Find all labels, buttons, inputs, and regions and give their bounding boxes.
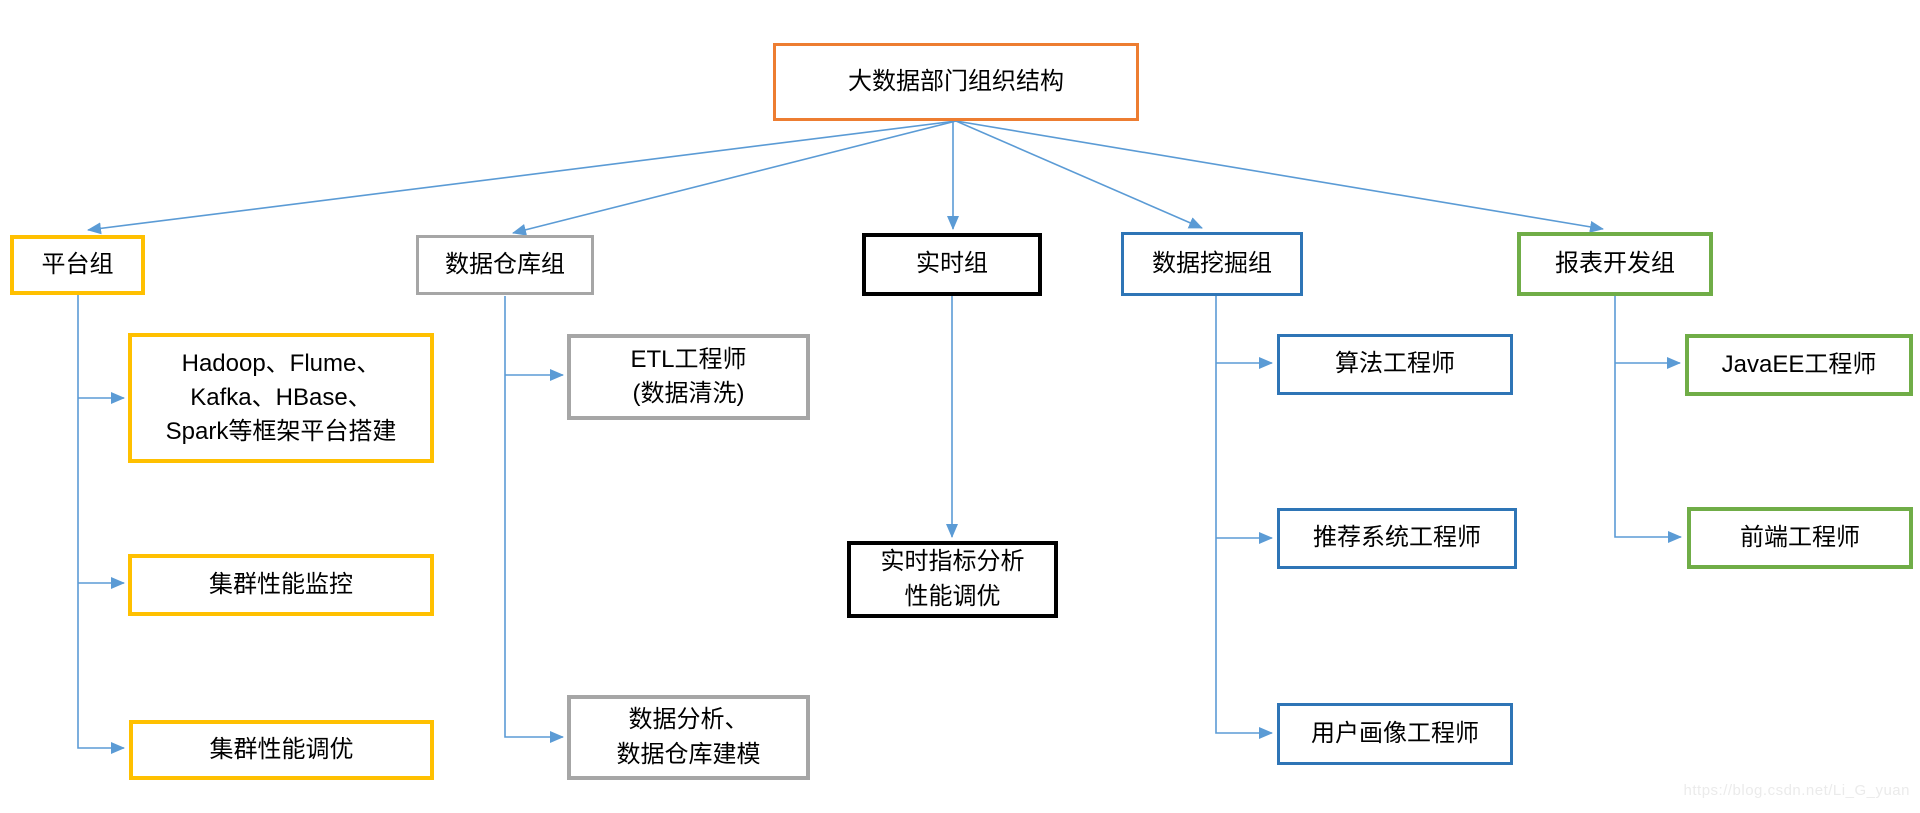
child-node-recommender-engineer: 推荐系统工程师 bbox=[1277, 508, 1517, 569]
child-node-javaee-engineer: JavaEE工程师 bbox=[1685, 334, 1913, 396]
connector-root-to-report bbox=[955, 120, 1604, 233]
child-node-etl-engineer: ETL工程师 (数据清洗) bbox=[567, 334, 810, 420]
child-node-user-profile-engineer: 用户画像工程师 bbox=[1277, 703, 1513, 765]
connector-report-trunk-to-frontend bbox=[1614, 296, 1682, 543]
connector-platform-trunk-to-tuning bbox=[77, 295, 125, 754]
csdn-watermark: https://blog.csdn.net/Li_G_yuan bbox=[1683, 782, 1910, 799]
connector-root-to-mining bbox=[955, 120, 1203, 229]
root-node-big-data-department: 大数据部门组织结构 bbox=[773, 43, 1139, 121]
group-node-realtime: 实时组 bbox=[862, 233, 1042, 296]
connector-root-to-platform bbox=[87, 120, 957, 235]
connector-root-to-warehouse bbox=[512, 120, 957, 236]
child-node-cluster-tuning: 集群性能调优 bbox=[129, 720, 434, 780]
group-node-data-mining: 数据挖掘组 bbox=[1121, 232, 1303, 296]
child-node-frontend-engineer: 前端工程师 bbox=[1687, 507, 1913, 569]
group-node-report-dev: 报表开发组 bbox=[1517, 232, 1713, 296]
child-node-framework-platform-setup: Hadoop、Flume、 Kafka、HBase、 Spark等框架平台搭建 bbox=[128, 333, 434, 463]
connector-mining-trunk-to-profile bbox=[1215, 296, 1273, 739]
connector-warehouse-trunk-to-modeling bbox=[504, 296, 564, 743]
group-node-platform: 平台组 bbox=[10, 235, 145, 295]
child-node-cluster-monitoring: 集群性能监控 bbox=[128, 554, 434, 616]
child-node-warehouse-modeling: 数据分析、 数据仓库建模 bbox=[567, 695, 810, 780]
group-node-data-warehouse: 数据仓库组 bbox=[416, 235, 594, 295]
child-node-algorithm-engineer: 算法工程师 bbox=[1277, 334, 1513, 395]
child-node-realtime-metrics: 实时指标分析 性能调优 bbox=[847, 541, 1058, 618]
